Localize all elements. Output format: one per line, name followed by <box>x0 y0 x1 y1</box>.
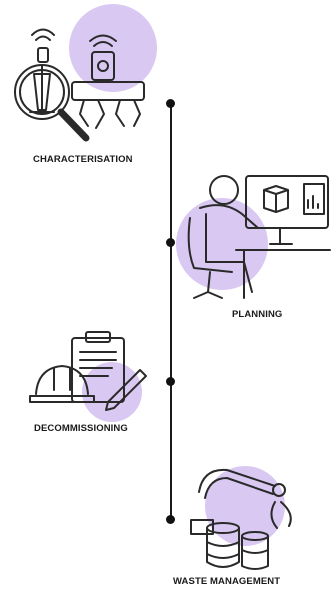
timeline-dot-waste-management <box>166 515 175 524</box>
person-at-computer-icon <box>176 175 331 299</box>
hardhat-clipboard-icon <box>29 331 147 422</box>
stage-label-planning: PLANNING <box>232 309 283 320</box>
stage-label-decommissioning: DECOMMISSIONING <box>34 423 128 434</box>
stage-label-waste-management: WASTE MANAGEMENT <box>173 576 281 587</box>
magnifier-robot-icon <box>14 4 157 142</box>
stage-label-characterisation: CHARACTERISATION <box>33 154 133 165</box>
timeline-line <box>170 103 172 523</box>
timeline-dot-characterisation <box>166 99 175 108</box>
timeline-dot-planning <box>166 238 175 247</box>
timeline-dot-decommissioning <box>166 377 175 386</box>
robot-arm-barrels-icon <box>190 466 292 570</box>
